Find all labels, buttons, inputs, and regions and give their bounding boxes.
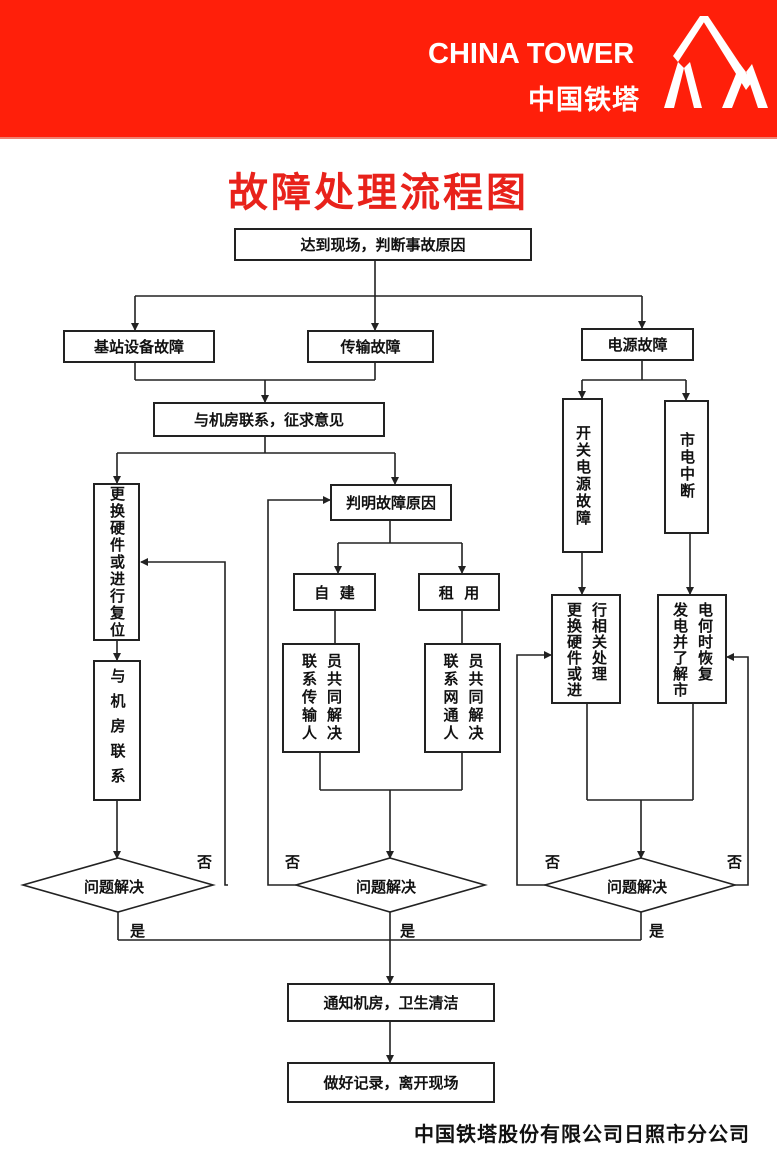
- node-label: 电源故障: [607, 336, 668, 354]
- decision-diamonds: [20, 857, 738, 913]
- no-label-right-b: 否: [727, 853, 743, 871]
- node-label-col2: 员共同解决: [325, 653, 343, 743]
- yes-label-middle: 是: [400, 922, 416, 940]
- decision-diamond-right: [542, 857, 738, 913]
- node-label: 判明故障原因: [345, 494, 436, 512]
- node-label: 达到现场，判断事故原因: [300, 236, 466, 254]
- node-power-fault: 电源故障: [581, 328, 694, 361]
- node-label-col2: 电何时恢复: [696, 602, 714, 682]
- node-label-col2: 行相关处理: [590, 602, 608, 682]
- node-replace-handle: 更换硬件或进 行相关处理: [551, 594, 621, 704]
- node-self-built: 自 建: [293, 573, 376, 611]
- node-station-fault: 基站设备故障: [63, 330, 215, 363]
- node-label: 与机房联系，征求意见: [193, 411, 344, 429]
- node-label-col1: 发电并了解市: [671, 602, 689, 698]
- node-label: 基站设备故障: [93, 338, 184, 356]
- node-mains-outage: 市电中断: [664, 400, 709, 534]
- node-label: 更换硬件或进行复位: [108, 485, 126, 639]
- node-find-cause: 判明故障原因: [330, 484, 452, 521]
- node-label: 开关电源故障: [574, 424, 592, 527]
- node-generate-power: 发电并了解市 电何时恢复: [657, 594, 727, 704]
- yes-label-right: 是: [649, 922, 665, 940]
- node-label: 做好记录，离开现场: [323, 1074, 459, 1092]
- node-record: 做好记录，离开现场: [287, 1062, 495, 1103]
- no-label-left: 否: [197, 853, 213, 871]
- node-contact-transmission: 联系传输人 员共同解决: [282, 643, 360, 753]
- no-label-right-a: 否: [545, 853, 561, 871]
- no-label-middle: 否: [285, 853, 301, 871]
- node-rented: 租 用: [418, 573, 500, 611]
- page-title: 故障处理流程图: [228, 170, 529, 216]
- decision-diamond-left: [20, 857, 216, 913]
- china-tower-logo-icon: [664, 16, 768, 108]
- node-label: 与机房联系: [108, 668, 127, 793]
- node-transmission-fault: 传输故障: [307, 330, 434, 363]
- node-label: 通知机房，卫生清洁: [323, 994, 459, 1012]
- brand-name-en: CHINA TOWER: [428, 38, 635, 70]
- decision-diamond-middle: [293, 857, 488, 913]
- node-label: 租 用: [438, 583, 480, 602]
- node-notify: 通知机房，卫生清洁: [287, 983, 495, 1022]
- node-switch-power-fault: 开关电源故障: [562, 398, 603, 553]
- node-label-col1: 更换硬件或进: [565, 602, 583, 698]
- node-label-col2: 员共同解决: [466, 653, 485, 743]
- decision-label-right: 问题解决: [607, 878, 668, 896]
- decision-label-middle: 问题解决: [356, 878, 417, 896]
- node-arrive: 达到现场，判断事故原因: [234, 228, 532, 261]
- yes-label-left: 是: [130, 922, 146, 940]
- node-label-col1: 联系传输人: [300, 653, 318, 743]
- node-contact-netcom: 联系网通人 员共同解决: [424, 643, 501, 753]
- node-label: 市电中断: [678, 432, 696, 500]
- node-label: 传输故障: [340, 338, 401, 356]
- header-banner: CHINA TOWER 中国铁塔: [0, 0, 777, 139]
- node-contact-room-2: 与机房联系: [93, 660, 141, 801]
- node-contact-room: 与机房联系，征求意见: [153, 402, 385, 437]
- node-label-col1: 联系网通人: [441, 653, 460, 743]
- decision-label-left: 问题解决: [84, 878, 145, 896]
- footer-company: 中国铁塔股份有限公司日照市分公司: [414, 1122, 750, 1146]
- node-label: 自 建: [314, 583, 355, 602]
- brand-name-cn: 中国铁塔: [528, 85, 640, 116]
- node-replace-reset: 更换硬件或进行复位: [93, 483, 140, 641]
